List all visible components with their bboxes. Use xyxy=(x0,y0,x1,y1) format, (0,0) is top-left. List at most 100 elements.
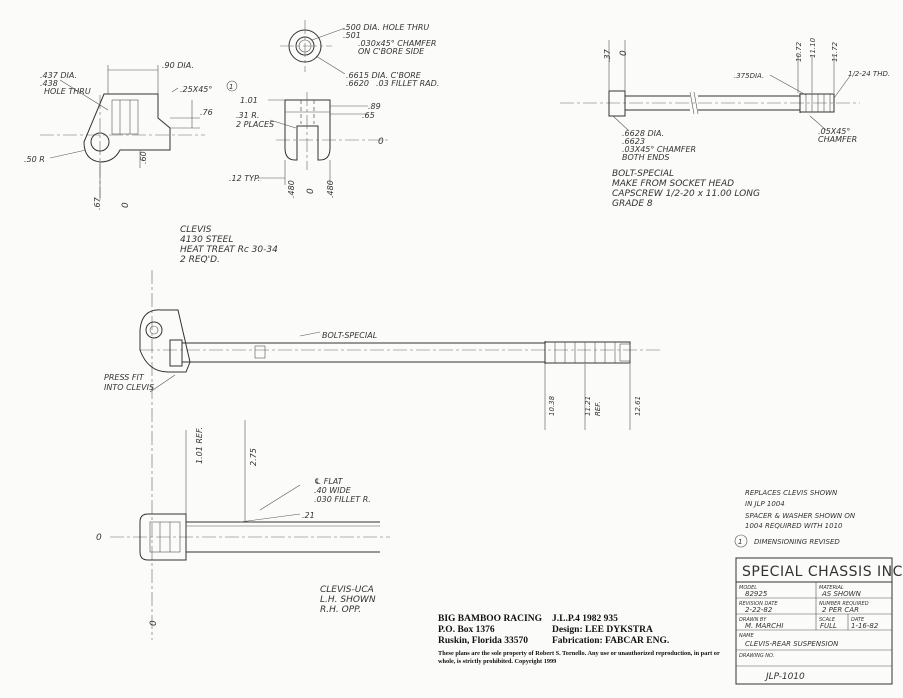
bore-hole-1: .500 DIA. HOLE THRU xyxy=(343,23,429,32)
credits-jlp: J.L.P.4 1982 935 xyxy=(552,614,618,624)
side-dim-0b: 0 xyxy=(149,620,159,626)
title-block xyxy=(735,557,893,685)
side-dim-21: .21 xyxy=(302,511,315,520)
bolt-thread: 1/2-24 THD. xyxy=(848,70,890,78)
bore-chamfer: .030x45° CHAMFER xyxy=(358,39,436,48)
clevis-dim-65: .65 xyxy=(362,111,375,120)
revision-date-label: REVISION DATE xyxy=(739,601,778,607)
clevis-note-1: CLEVIS xyxy=(180,225,212,235)
model-value: 82925 xyxy=(745,590,768,598)
drawn-by-label: DRAWN BY xyxy=(739,617,767,623)
drawn-by-value: M. MARCHI xyxy=(745,622,783,630)
bolt-dim-1072: 10.72 xyxy=(795,41,803,62)
bolt-dia-2: .6623 xyxy=(622,137,645,146)
clevis-dim-89: .89 xyxy=(368,102,381,111)
side-note-3: R.H. OPP. xyxy=(320,605,361,615)
bolt-both-ends: BOTH ENDS xyxy=(622,153,670,162)
date-value: 1-16-82 xyxy=(851,622,879,630)
side-note-2: L.H. SHOWN xyxy=(320,595,376,605)
clevis-dim-76: .76 xyxy=(200,108,213,117)
bolt-dia-1: .6628 DIA. xyxy=(622,129,664,138)
clevis-typ-12: .12 TYP. xyxy=(229,174,260,183)
press-fit-1: PRESS FIT xyxy=(104,373,145,382)
credits-company-block: BIG BAMBOO RACING P.O. Box 1376 Ruskin, … xyxy=(438,614,542,647)
credits-company: BIG BAMBOO RACING xyxy=(438,614,542,624)
clevis-note-4: 2 REQ'D. xyxy=(180,255,220,265)
bolt-chamfer-05-1: .05X45° xyxy=(818,127,850,136)
drawing-number-label: DRAWING NO. xyxy=(739,653,774,659)
clevis-hole-dia-2: .438 xyxy=(40,79,58,88)
name-value: CLEVIS-REAR SUSPENSION xyxy=(745,640,839,648)
bolt-dim-1172: 11.72 xyxy=(831,41,839,62)
side-wide: .40 WIDE xyxy=(314,486,352,495)
credits-fabrication: Fabrication: FABCAR ENG. xyxy=(552,636,670,646)
bolt-chamfer-05-2: CHAMFER xyxy=(818,135,857,144)
bolt-detail xyxy=(560,40,860,131)
clevis-radius-31: .31 R. xyxy=(236,111,259,120)
clevis-top-dim-0: 0 xyxy=(378,137,384,147)
side-cl-flat: ℄ FLAT xyxy=(314,477,344,486)
side-dim-0a: 0 xyxy=(96,533,102,543)
cbore-2: .6620 xyxy=(346,79,369,88)
bolt-dim-1110: 11.10 xyxy=(809,37,817,58)
bolt-dim-37: .37 xyxy=(603,48,612,62)
title-block-title: SPECIAL CHASSIS INC. xyxy=(742,564,903,580)
bolt-note-2: MAKE FROM SOCKET HEAD xyxy=(612,179,734,189)
credits-legal: These plans are the sole property of Rob… xyxy=(438,650,720,665)
clevis-rev-marker: 1 xyxy=(229,83,233,91)
bore-side: ON C'BORE SIDE xyxy=(358,47,425,56)
material-value: AS SHOWN xyxy=(821,590,862,598)
bolt-note-4: GRADE 8 xyxy=(612,199,653,209)
clevis-top-zero: 0 xyxy=(306,188,316,194)
drawing-number-value: JLP-1010 xyxy=(764,672,805,682)
assembly-ref: REF. xyxy=(594,401,602,416)
bore-hole-2: .501 xyxy=(343,31,361,40)
side-dim-101-ref: 1.01 REF. xyxy=(195,427,204,464)
revision-line-4: 1004 REQUIRED WITH 1010 xyxy=(745,522,843,530)
clevis-end-view xyxy=(280,20,346,75)
revision-number: 1 xyxy=(738,538,742,546)
revision-line-2: IN JLP 1004 xyxy=(745,500,785,508)
clevis-note-2: 4130 STEEL xyxy=(180,235,233,245)
bolt-dim-0: 0 xyxy=(619,50,629,56)
revision-text: DIMENSIONING REVISED xyxy=(754,538,840,546)
clevis-chamfer-25: .25X45° xyxy=(180,85,212,94)
clevis-hole-thru: HOLE THRU xyxy=(44,87,91,96)
fillet-03: .03 FILLET RAD. xyxy=(376,79,439,88)
clevis-dim-101: 1.01 xyxy=(240,96,258,105)
assembly-dim-1121: 11.21 xyxy=(584,396,592,416)
revision-circle-icon xyxy=(734,534,748,548)
clevis-dim-60: .60 xyxy=(139,151,148,164)
material-label: MATERIAL xyxy=(819,585,844,591)
credits-box: P.O. Box 1376 xyxy=(438,625,495,635)
scale-label: SCALE xyxy=(819,617,836,623)
clevis-hole-dia-1: .437 DIA. xyxy=(40,71,77,80)
clevis-dim-480-a: .480 xyxy=(287,180,296,198)
assembly-bolt-label: BOLT-SPECIAL xyxy=(322,331,377,340)
date-label: DATE xyxy=(851,617,865,623)
assembly-dim-1261: 12.61 xyxy=(634,396,642,416)
press-fit-2: INTO CLEVIS xyxy=(104,383,154,392)
bolt-dia-375: .375DIA. xyxy=(734,72,764,80)
number-required-value: 2 PER CAR xyxy=(822,606,859,614)
bolt-note-3: CAPSCREW 1/2-20 x 11.00 LONG xyxy=(612,189,760,199)
bolt-chamfer-03: .03X45° CHAMFER xyxy=(622,145,696,154)
clevis-two-places: 2 PLACES xyxy=(236,120,274,129)
clevis-radius-50: .50 R xyxy=(24,155,45,164)
credits-design: Design: LEE DYKSTRA xyxy=(552,625,653,635)
side-fillet: .030 FILLET R. xyxy=(314,495,371,504)
assembly-top-view xyxy=(139,270,660,640)
assembly-side-view xyxy=(110,420,390,561)
revision-date-value: 2-22-82 xyxy=(745,606,773,614)
assembly-dim-1038: 10.38 xyxy=(548,395,556,416)
credits-design-block: J.L.P.4 1982 935 Design: LEE DYKSTRA Fab… xyxy=(552,614,669,647)
cbore-1: .6615 DIA. C'BORE xyxy=(346,71,422,80)
side-note-1: CLEVIS-UCA xyxy=(320,585,374,595)
clevis-dim-0: 0 xyxy=(121,202,131,208)
model-label: MODEL xyxy=(739,585,757,591)
name-label: NAME xyxy=(739,633,754,639)
scale-value: FULL xyxy=(820,622,837,630)
clevis-note-3: HEAT TREAT Rc 30-34 xyxy=(180,245,278,255)
clevis-top-view xyxy=(258,92,390,185)
